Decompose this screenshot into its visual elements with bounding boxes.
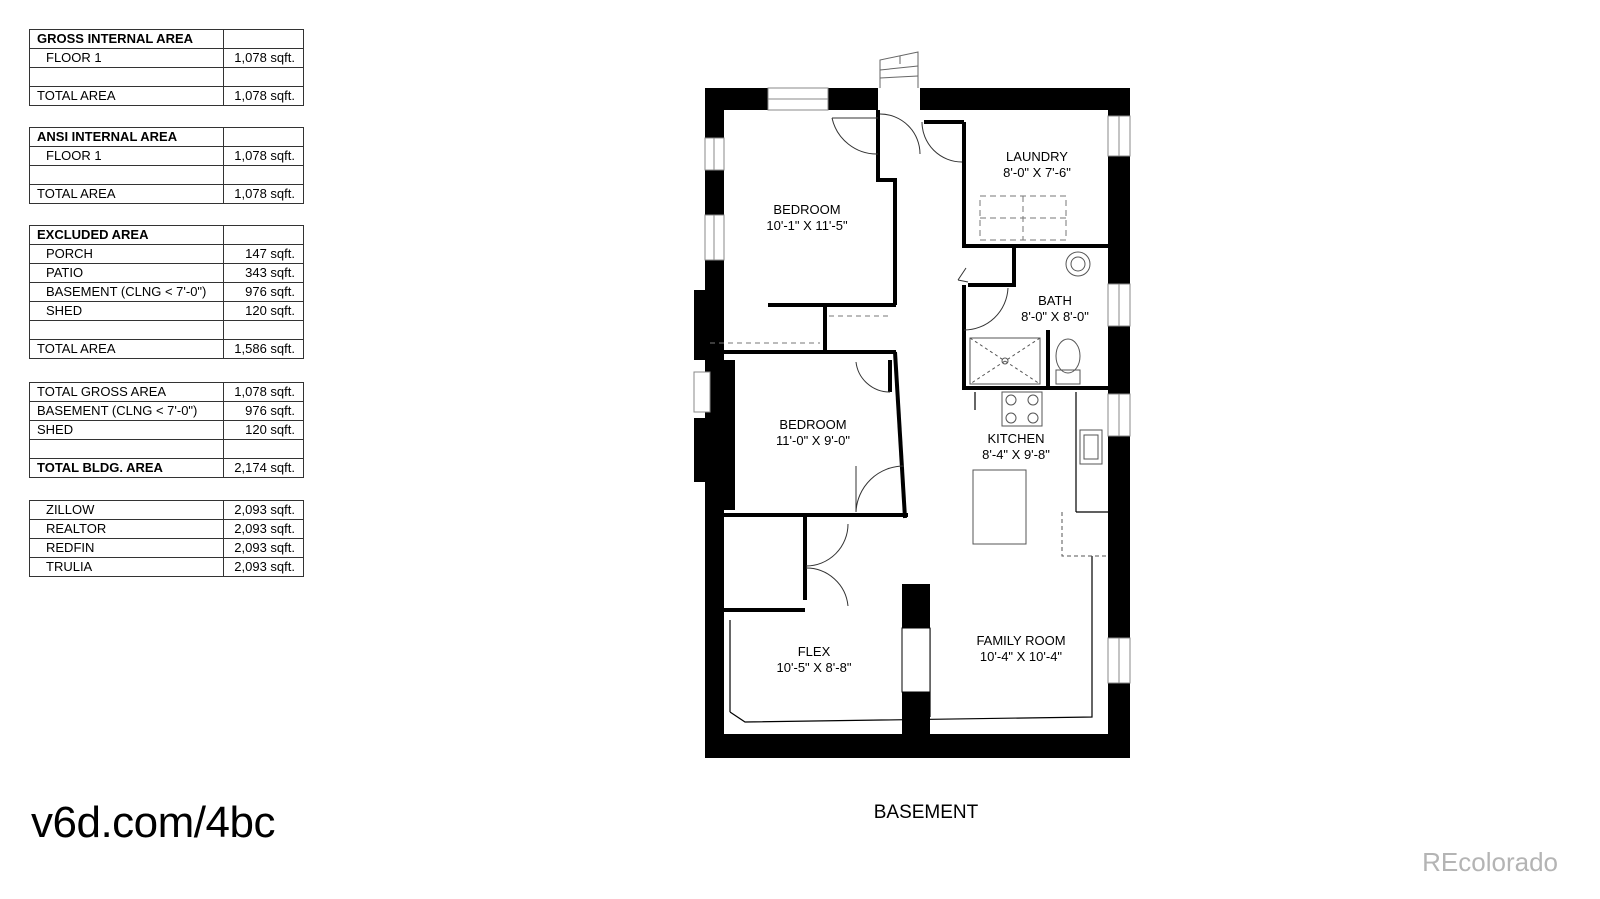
- watermark: REcolorado: [1422, 847, 1558, 877]
- table-row-label: TOTAL BLDG. AREA: [29, 458, 224, 478]
- room-label-kitchen: KITCHEN 8'-4" X 9'-8": [982, 431, 1050, 463]
- table-header: ANSI INTERNAL AREA: [29, 127, 224, 147]
- room-name: BEDROOM: [779, 417, 847, 432]
- entry-stair: [879, 51, 919, 88]
- table-row-label: BASEMENT (CLNG < 7'-0"): [29, 401, 224, 421]
- table-row-value: 976 sqft.: [223, 401, 304, 421]
- room-dimensions: 10'-5" X 8'-8": [776, 660, 852, 675]
- table-row-value: 2,174 sqft.: [223, 458, 304, 478]
- door-swings: [805, 113, 1009, 607]
- table-row-value: 120 sqft.: [223, 420, 304, 440]
- table-row-value: 343 sqft.: [223, 263, 304, 283]
- table-row-label: SHED: [29, 420, 224, 440]
- table-row-label: TRULIA: [29, 557, 224, 577]
- table-row-label: TOTAL AREA: [29, 184, 224, 204]
- room-dimensions: 8'-0" X 8'-0": [1021, 309, 1089, 324]
- table-row-value: 1,078 sqft.: [223, 382, 304, 402]
- table-row-value: 976 sqft.: [223, 282, 304, 302]
- table-row-value: 120 sqft.: [223, 301, 304, 321]
- room-label-flex: FLEX 10'-5" X 8'-8": [777, 644, 852, 676]
- room-dimensions: 10'-1" X 11'-5": [766, 218, 848, 233]
- kitchen-fixtures: [972, 391, 1108, 557]
- table-row-value: 2,093 sqft.: [223, 557, 304, 577]
- room-dimensions: 8'-0" X 7'-6": [1003, 165, 1071, 180]
- room-name: KITCHEN: [987, 431, 1045, 446]
- interior-walls: [705, 110, 1108, 612]
- partition-block: [902, 584, 930, 628]
- room-name: FAMILY ROOM: [976, 633, 1066, 648]
- table-row-value: 1,078 sqft.: [223, 184, 304, 204]
- floor-label: BASEMENT: [873, 802, 979, 823]
- room-label-laundry: LAUNDRY 8'-0" X 7'-6": [1003, 149, 1071, 181]
- room-name: FLEX: [797, 644, 831, 659]
- room-name: LAUNDRY: [1006, 149, 1068, 164]
- room-name: BEDROOM: [773, 202, 841, 217]
- room-dimensions: 11'-0" X 9'-0": [776, 433, 850, 448]
- room-name: BATH: [1038, 293, 1072, 308]
- room-label-family-room: FAMILY ROOM 10'-4" X 10'-4": [976, 633, 1065, 665]
- table-row-label: TOTAL AREA: [29, 86, 224, 106]
- room-label-bedroom-1: BEDROOM 10'-1" X 11'-5": [766, 202, 847, 234]
- room-dimensions: 10'-4" X 10'-4": [979, 649, 1063, 664]
- table-row-value: 1,586 sqft.: [223, 339, 304, 359]
- table-row-label: REALTOR: [29, 519, 224, 539]
- room-dimensions: 8'-4" X 9'-8": [982, 447, 1050, 462]
- table-row-value: 1,078 sqft.: [223, 86, 304, 106]
- table-row-label: TOTAL AREA: [29, 339, 224, 359]
- bath-fixtures: [969, 251, 1091, 385]
- windows: [693, 87, 1131, 684]
- room-label-bedroom-2: BEDROOM 11'-0" X 9'-0": [776, 417, 850, 449]
- laundry-machines: [979, 195, 1067, 241]
- short-link: v6d.com/4bc: [31, 798, 275, 847]
- entry-opening: [878, 86, 920, 112]
- room-label-bath: BATH 8'-0" X 8'-0": [1021, 293, 1089, 325]
- table-row-value: 1,078 sqft.: [223, 146, 304, 166]
